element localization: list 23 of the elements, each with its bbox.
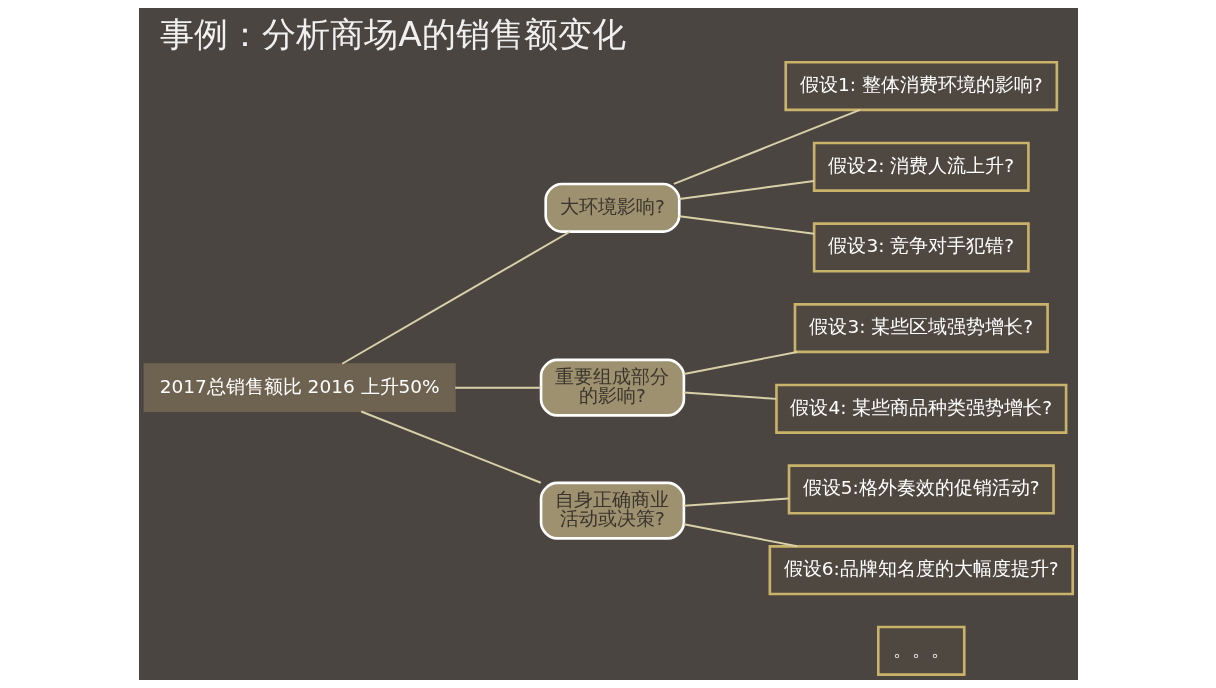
connector [672, 108, 861, 185]
node-box: 自身正确商业活动或决策? [539, 481, 685, 540]
connector [682, 523, 798, 548]
node-box: 假设6:品牌知名度的大幅度提升? [768, 545, 1074, 596]
connector [682, 351, 798, 375]
node-box: 大环境影响? [543, 182, 681, 233]
diagram-title: 事例：分析商场A的销售额变化 [159, 14, 626, 55]
node-box: 2017总销售额比 2016 上升50% [143, 363, 456, 413]
connector [340, 230, 571, 365]
connector [678, 179, 815, 200]
connector [453, 386, 542, 389]
node-box: 假设3: 竞争对手犯错? [812, 222, 1030, 273]
node-box: 。。。 [876, 625, 966, 676]
node-box: 重要组成部分的影响? [539, 358, 685, 417]
node-box: 假设4: 某些商品种类强势增长? [774, 383, 1067, 434]
node-box: 假设3: 某些区域强势增长? [793, 303, 1049, 354]
node-box: 假设1: 整体消费环境的影响? [783, 60, 1058, 112]
connector [682, 391, 777, 400]
connector [359, 410, 542, 484]
node-box: 假设5:格外奏效的促销活动? [787, 464, 1055, 515]
connector [678, 215, 815, 235]
node-box: 假设2: 消费人流上升? [812, 141, 1030, 192]
connector [682, 497, 790, 507]
